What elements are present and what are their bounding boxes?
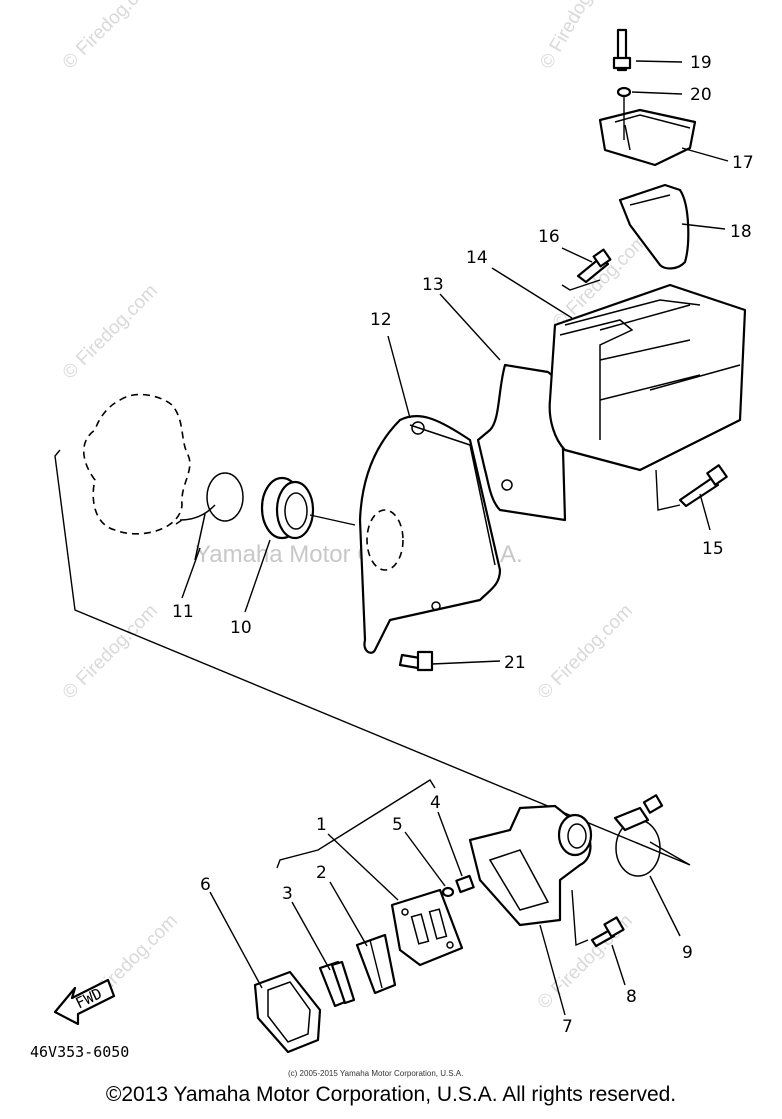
callout-3: 3 [282,884,293,904]
callout-15: 15 [702,539,724,559]
assembly-bracket-upper [54,449,691,866]
callout-1: 1 [316,815,327,835]
callout-13: 13 [422,275,444,295]
part-4-screw [455,874,475,894]
callout-9: 9 [682,943,693,963]
callout-4: 4 [430,793,441,813]
part-18-bracket [618,183,690,270]
callout-14: 14 [466,248,488,268]
bracket-16-14 [561,279,601,291]
callout-12: 12 [370,310,392,330]
part-2-reed [355,933,397,995]
watermark-firedog: © Firedog.com [59,600,162,703]
bracket-8-7 [571,889,589,947]
part-5-washer [441,886,455,898]
callout-18: 18 [730,222,752,242]
part-11-clip [175,472,244,561]
part-21-screw [398,650,434,672]
callout-11: 11 [172,602,194,622]
callout-5: 5 [392,815,403,835]
fwd-arrow-icon: FWD [53,978,116,1026]
diagram-code: 46V353-6050 [30,1043,129,1061]
callout-20: 20 [690,85,712,105]
part-1-reed-valve [390,888,464,967]
part-15-screw [678,464,728,508]
assembly-bracket-lower [276,779,436,869]
callout-17: 17 [732,153,754,173]
part-14-box [548,283,747,472]
part-9-clamp [613,794,664,877]
part-20-washer [616,86,632,98]
callout-16: 16 [538,227,560,247]
callout-21: 21 [504,653,526,673]
watermark-firedog: © Firedog.com [536,0,617,73]
footer-copyright: ©2013 Yamaha Motor Corporation, U.S.A. A… [105,1083,677,1106]
watermark-firedog: © Firedog.com [534,600,637,703]
part-3-stopper [318,960,356,1008]
watermark-firedog: © Firedog.com [59,280,162,383]
part-6-gasket [253,970,322,1054]
callout-19: 19 [690,53,712,73]
small-credit: (c) 2005-2015 Yamaha Motor Corporation, … [288,1069,463,1078]
part-7-manifold [468,804,593,927]
part-8-screw [590,916,625,948]
part-12-case [358,415,502,654]
part-16-screw [576,248,612,284]
callout-2: 2 [316,863,327,883]
part-10-joint [260,476,356,540]
callout-numbers: 19 20 17 18 16 14 13 12 15 11 10 21 1 4 … [172,53,754,1037]
carburetor-ghost [82,393,191,535]
callout-8: 8 [626,987,637,1007]
callout-10: 10 [230,618,252,638]
callout-7: 7 [562,1017,573,1037]
part-17-cover [598,108,697,167]
part-19-bolt [612,28,632,72]
leader-lines [181,60,729,1016]
bracket-15 [655,469,681,511]
watermark-firedog: © Firedog.com [59,0,162,74]
callout-6: 6 [200,875,211,895]
